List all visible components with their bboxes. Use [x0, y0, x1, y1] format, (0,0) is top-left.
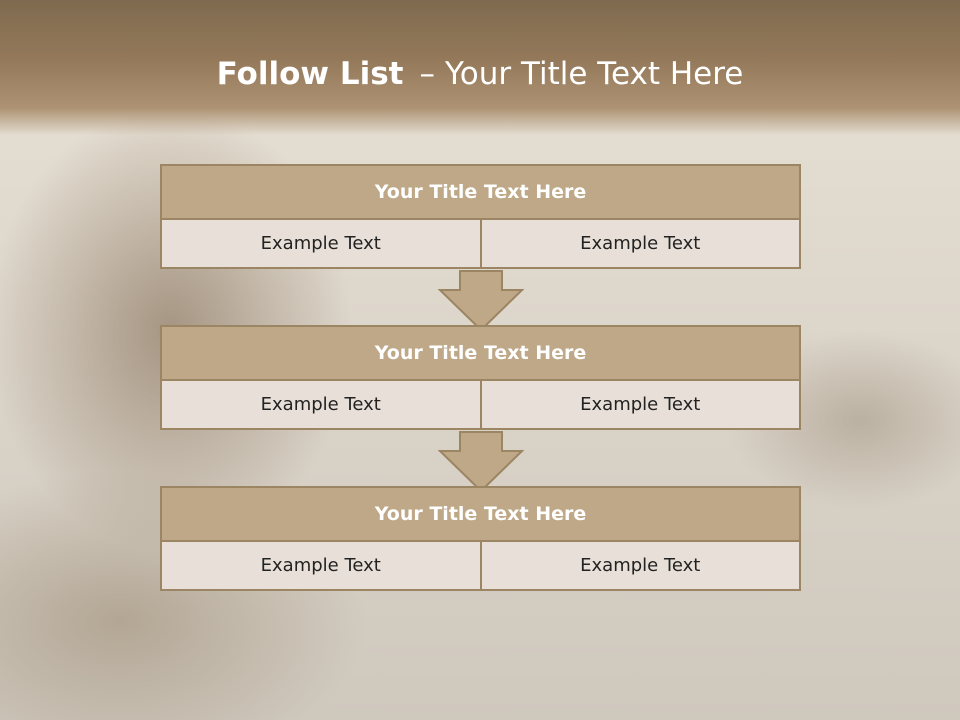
- step-cells: Example Text Example Text: [160, 220, 801, 269]
- slide-title: Follow List–Your Title Text Here: [0, 56, 960, 92]
- step-cell-left: Example Text: [160, 220, 482, 269]
- down-arrow-icon: [438, 270, 524, 332]
- step-cell-right: Example Text: [481, 220, 801, 269]
- down-arrow-icon: [438, 431, 524, 493]
- step-cell-right: Example Text: [481, 542, 801, 591]
- step-title: Your Title Text Here: [160, 486, 801, 542]
- title-separator: –: [419, 56, 435, 92]
- step-box-3: Your Title Text Here Example Text Exampl…: [160, 486, 801, 591]
- step-title: Your Title Text Here: [160, 325, 801, 381]
- step-box-1: Your Title Text Here Example Text Exampl…: [160, 164, 801, 269]
- step-title: Your Title Text Here: [160, 164, 801, 220]
- step-cell-left: Example Text: [160, 542, 482, 591]
- step-box-2: Your Title Text Here Example Text Exampl…: [160, 325, 801, 430]
- title-bold: Follow List: [216, 56, 404, 92]
- step-cells: Example Text Example Text: [160, 542, 801, 591]
- step-cell-left: Example Text: [160, 381, 482, 430]
- step-cell-right: Example Text: [481, 381, 801, 430]
- title-rest: Your Title Text Here: [444, 56, 744, 92]
- header-band: [0, 0, 960, 135]
- step-cells: Example Text Example Text: [160, 381, 801, 430]
